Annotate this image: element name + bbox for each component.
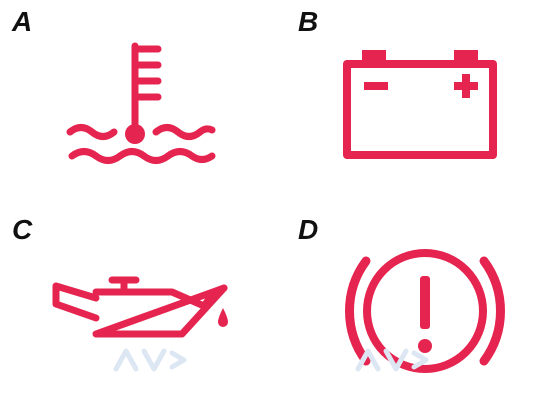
engine-coolant-temperature-icon [66, 42, 216, 164]
label-c: C [12, 214, 33, 245]
label-a: A [12, 6, 33, 37]
oil-pressure-icon [52, 276, 228, 338]
watermark-logo [113, 348, 187, 372]
watermark-logo [355, 348, 429, 372]
label-d: D [298, 214, 319, 245]
brake-warning-icon [345, 249, 505, 373]
label-b: B [298, 6, 319, 37]
battery-charging-icon [343, 50, 497, 159]
